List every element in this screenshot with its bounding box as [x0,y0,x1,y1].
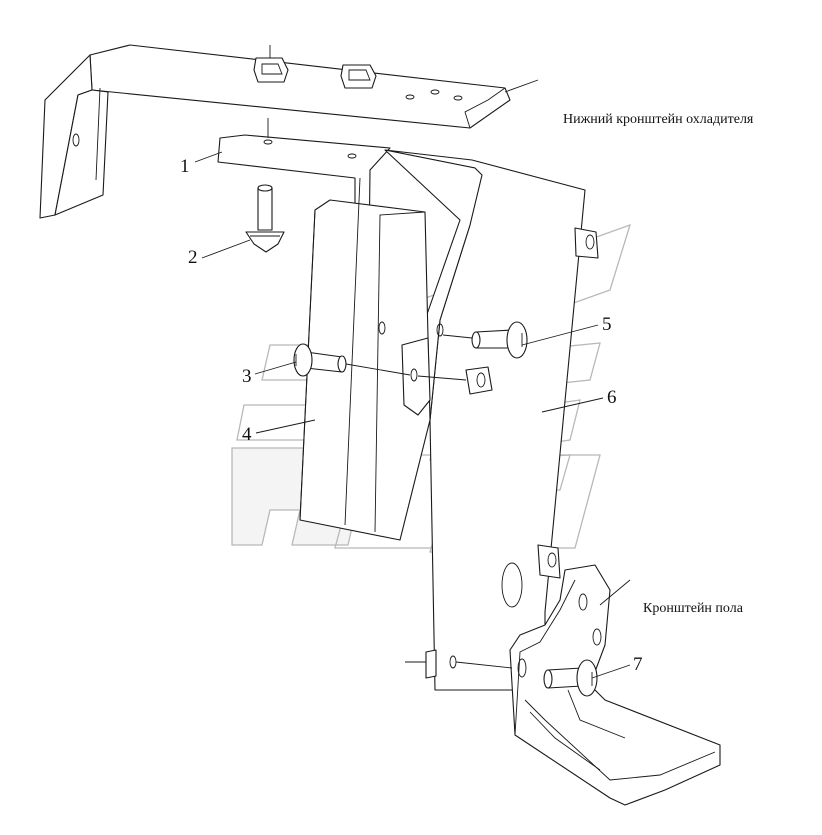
part-5-bolt [442,321,528,359]
callout-5: 5 [602,314,612,335]
callout-4: 4 [242,424,252,445]
lower-cooler-bracket [39,44,539,219]
lower-cooler-bracket-label: Нижний кронштейн охладителя [563,112,754,127]
callout-6: 6 [607,387,617,408]
callout-3: 3 [242,366,252,387]
part-7-bolt [543,659,598,697]
part-2-bolt [245,184,285,253]
callout-2: 2 [188,247,198,268]
floor-bracket [455,564,721,806]
callout-1: 1 [180,156,190,177]
nut [417,366,493,395]
part-6-plate [384,149,599,691]
part-3-bolt [293,343,411,377]
callout-7: 7 [633,654,643,675]
part-4-block [299,177,431,541]
floor-bracket-label: Кронштейн пола [643,601,744,616]
callout-labels: 1 2 3 4 5 6 7 [180,156,643,675]
pivot-ear [401,323,444,416]
leader-lines [194,151,631,679]
